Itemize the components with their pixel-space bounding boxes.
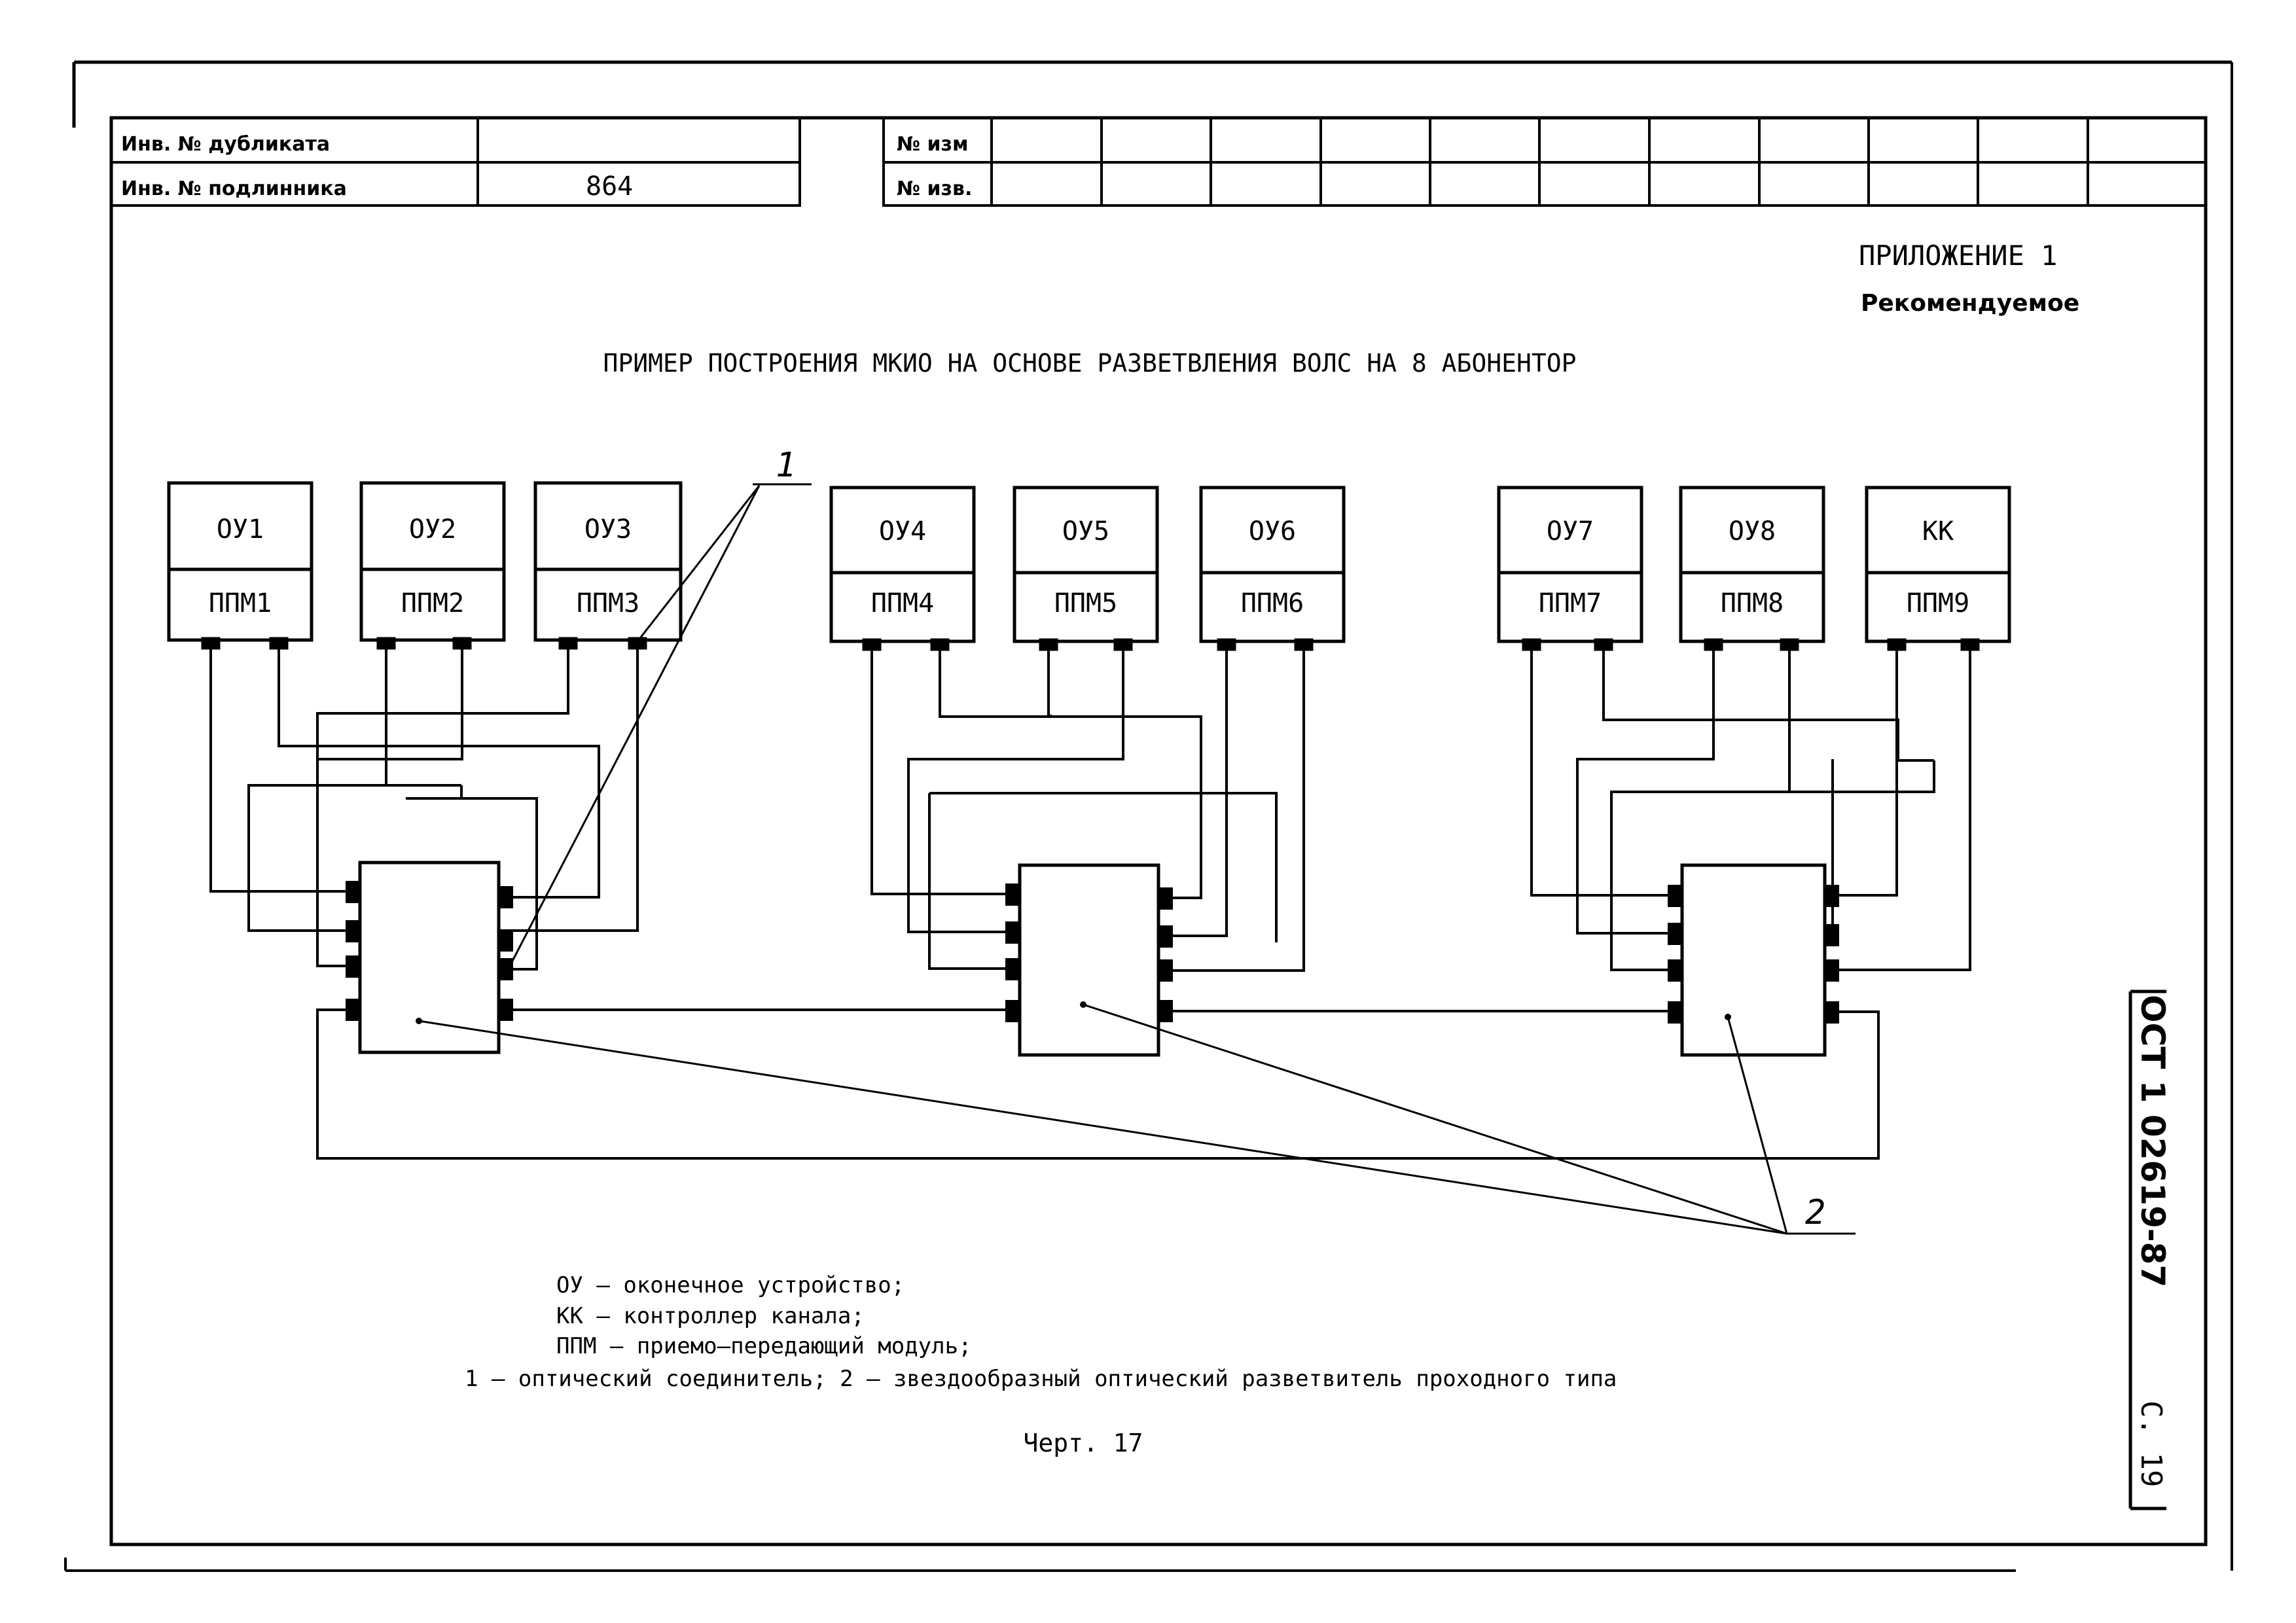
legend-line-numbers: 1 – оптический соединитель; 2 – звездооб…	[465, 1366, 1617, 1392]
change-no-label: № изм	[897, 133, 969, 156]
callout-connector-label: 1	[776, 446, 796, 485]
inv-duplicate-label: Инв. № дубликата	[121, 133, 330, 156]
header-table-left	[110, 116, 801, 207]
notice-no-label: № изв.	[897, 177, 972, 200]
device-ou8	[1679, 486, 1825, 651]
figure-caption: Черт. 17	[1023, 1429, 1143, 1457]
device-ou6-label: ОУ6	[1249, 516, 1296, 546]
side-stamp: ОСТ 1 02619-87 С. 19	[2128, 990, 2172, 1510]
device-ppm6-label: ППМ6	[1241, 588, 1304, 618]
callout-leaders	[418, 483, 1856, 1235]
legend-line-kk: КК – контроллер канала;	[556, 1303, 865, 1329]
device-labels: ОУ1 ППМ1 ОУ2 ППМ2 ОУ3 ППМ3 ОУ4 ППМ4 ОУ5 …	[209, 514, 1969, 618]
device-ou6	[1199, 486, 1346, 651]
page-number: С. 19	[2134, 1400, 2168, 1487]
device-ou1	[167, 481, 314, 650]
device-ou3	[533, 481, 683, 650]
device-ppm4-label: ППМ4	[871, 588, 934, 618]
device-ppm7-label: ППМ7	[1539, 588, 1602, 618]
legend-line-ou: ОУ – оконечное устройство;	[556, 1272, 905, 1298]
device-ou8-label: ОУ8	[1729, 516, 1776, 546]
device-ou7-label: ОУ7	[1547, 516, 1594, 546]
callout-splitter-label: 2	[1805, 1193, 1825, 1232]
device-ou4	[829, 486, 976, 651]
device-ppm2-label: ППМ2	[401, 588, 464, 618]
splitter-2	[1005, 863, 1173, 1057]
appendix-status: Рекомендуемое	[1861, 290, 2079, 317]
device-kk-label: КК	[1922, 516, 1954, 546]
appendix-title: ПРИЛОЖЕНИЕ 1	[1859, 240, 2057, 272]
legend-line-ppm: ППМ – приемо–передающий модуль;	[556, 1333, 972, 1359]
device-ou7	[1497, 486, 1643, 651]
device-boxes	[167, 481, 2011, 651]
inv-original-value: 864	[586, 171, 633, 202]
device-ou3-label: ОУ3	[584, 514, 632, 544]
device-ou2	[359, 481, 506, 650]
splitters	[346, 861, 1839, 1057]
diagram-title: ПРИМЕР ПОСТРОЕНИЯ МКИО НА ОСНОВЕ РАЗВЕТВ…	[603, 349, 1576, 378]
device-ou5	[1013, 486, 1159, 651]
device-ppm3-label: ППМ3	[577, 588, 639, 618]
device-ou1-label: ОУ1	[217, 514, 264, 544]
header-table-right	[882, 116, 2207, 207]
device-ppm9-label: ППМ9	[1907, 588, 1969, 618]
sheet-frame	[64, 60, 2233, 1572]
device-ou5-label: ОУ5	[1062, 516, 1109, 546]
legend: ОУ – оконечное устройство; КК – контролл…	[465, 1272, 1617, 1392]
splitter-3	[1668, 863, 1839, 1057]
splitter-1	[346, 861, 513, 1054]
inv-original-label: Инв. № подлинника	[121, 177, 347, 200]
device-ppm5-label: ППМ5	[1054, 588, 1117, 618]
device-ppm1-label: ППМ1	[209, 588, 272, 618]
fibre-lines	[209, 648, 1971, 1160]
device-ou2-label: ОУ2	[409, 514, 456, 544]
document-code: ОСТ 1 02619-87	[2134, 995, 2172, 1287]
leader-dots	[416, 1001, 1731, 1024]
device-kk	[1865, 486, 2011, 651]
device-ppm8-label: ППМ8	[1721, 588, 1784, 618]
device-ou4-label: ОУ4	[879, 516, 926, 546]
